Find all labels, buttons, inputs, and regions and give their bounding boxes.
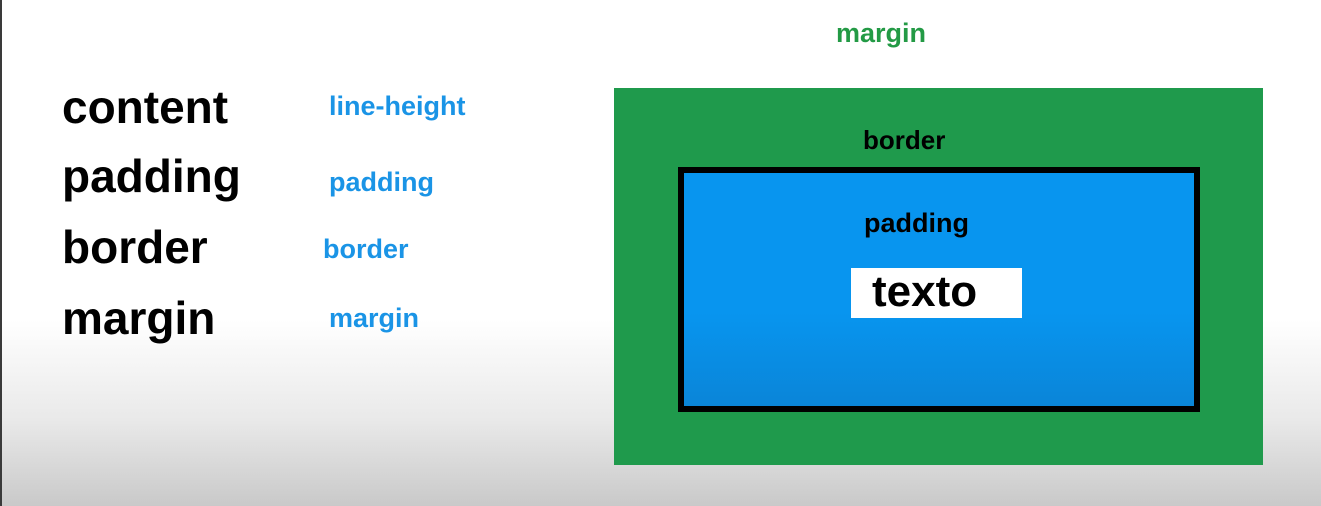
property-line-height: line-height: [329, 91, 466, 121]
term-margin: margin: [62, 292, 216, 344]
left-edge-divider: [0, 0, 2, 506]
content-area: [851, 268, 1022, 318]
margin-label: margin: [836, 18, 927, 48]
term-border: border: [62, 221, 208, 273]
term-padding: padding: [62, 150, 241, 202]
content-text: texto: [872, 267, 978, 316]
border-label: border: [863, 125, 946, 155]
property-border: border: [323, 234, 409, 264]
padding-label: padding: [864, 208, 969, 238]
property-margin: margin: [329, 303, 420, 333]
term-content: content: [62, 81, 229, 133]
property-padding: padding: [329, 167, 434, 197]
